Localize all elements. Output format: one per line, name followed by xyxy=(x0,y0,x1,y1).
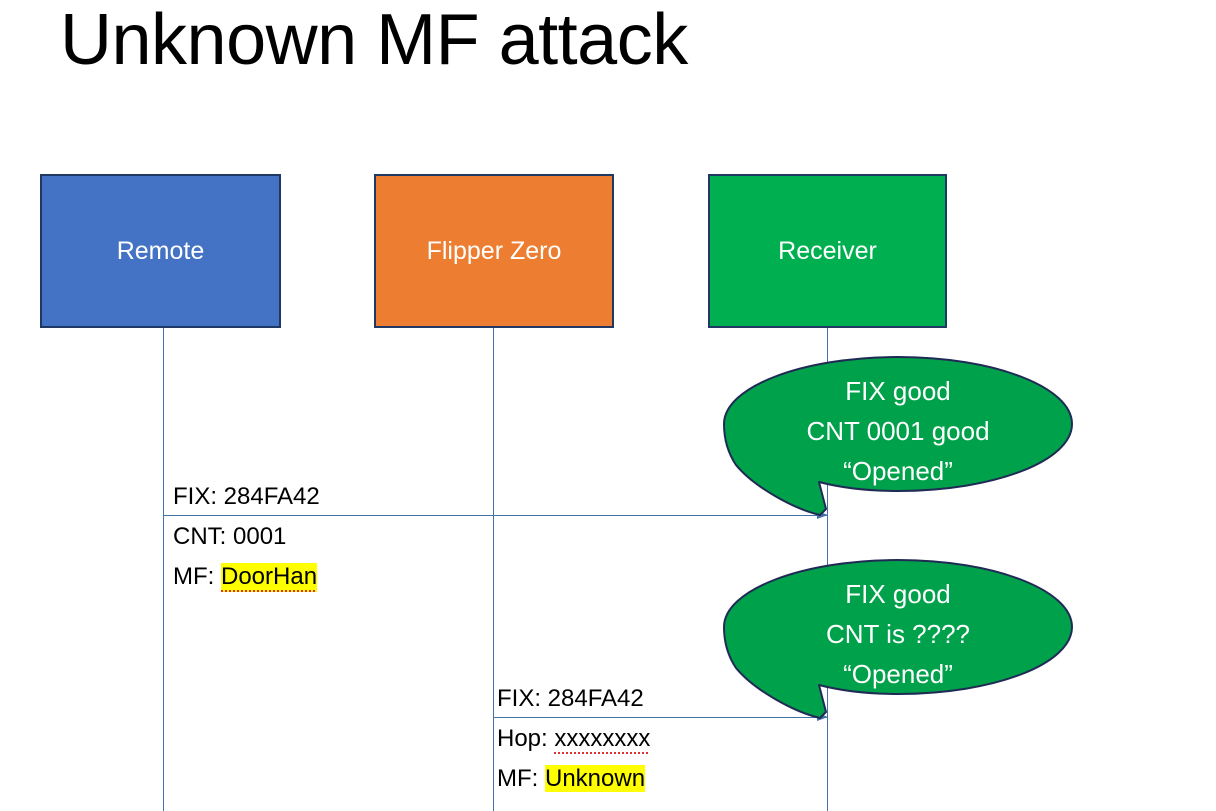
actor-label-flipper: Flipper Zero xyxy=(426,236,562,265)
message-2-body: Hop: xxxxxxxx MF: Unknown xyxy=(497,719,651,799)
message-2-mf-prefix: MF: xyxy=(497,765,545,792)
callout-shape-1 xyxy=(723,356,1073,516)
page-title: Unknown MF attack xyxy=(60,0,688,80)
actor-box-remote[interactable]: Remote xyxy=(40,174,281,328)
callout-shape-2 xyxy=(723,559,1073,719)
message-2-line-1: FIX: 284FA42 xyxy=(497,685,644,712)
message-2-line-2: Hop: xxxxxxxx xyxy=(497,719,651,759)
callout-bubble-receiver-1: FIX good CNT 0001 good “Opened” xyxy=(723,356,1073,516)
message-2-hop-value: xxxxxxxx xyxy=(554,725,651,754)
lifeline-remote xyxy=(163,328,164,811)
message-1-line-1: FIX: 284FA42 xyxy=(173,483,320,510)
message-2-line-3: MF: Unknown xyxy=(497,759,650,799)
message-arrow-remote-to-receiver xyxy=(163,510,828,519)
actor-label-receiver: Receiver xyxy=(778,236,877,265)
message-1-mf-prefix: MF: xyxy=(173,563,221,590)
message-1-line-3: MF: DoorHan xyxy=(173,557,318,597)
message-1-body: CNT: 0001 MF: DoorHan xyxy=(173,517,318,597)
callout-bubble-receiver-2: FIX good CNT is ???? “Opened” xyxy=(723,559,1073,719)
message-2-mf-value: Unknown xyxy=(545,765,646,792)
message-1-line-2: CNT: 0001 xyxy=(173,523,287,550)
actor-label-remote: Remote xyxy=(116,236,205,265)
message-1-mf-value: DoorHan xyxy=(221,563,318,592)
actor-box-flipper[interactable]: Flipper Zero xyxy=(374,174,614,328)
actor-box-receiver[interactable]: Receiver xyxy=(708,174,947,328)
message-2-hop-prefix: Hop: xyxy=(497,725,555,752)
lifeline-flipper xyxy=(493,328,494,811)
